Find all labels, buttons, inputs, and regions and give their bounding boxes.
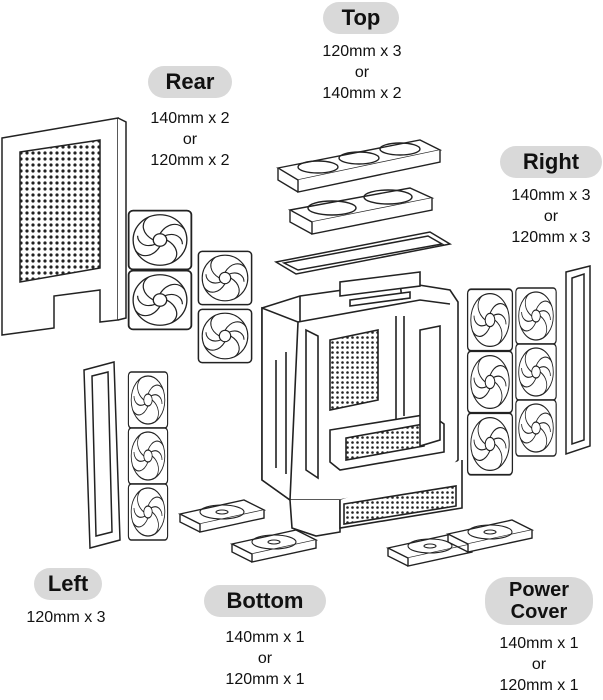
top-fans-140: [287, 187, 435, 235]
spec-power-cover-line1: 140mm x 1: [499, 635, 579, 652]
left-bracket: [83, 361, 121, 549]
spec-top-line3: 140mm x 2: [322, 85, 402, 102]
spec-right-line2: or: [543, 208, 559, 225]
spec-right-line3: 120mm x 3: [511, 229, 591, 246]
spec-bottom: 140mm x 1 or 120mm x 1: [200, 627, 330, 690]
spec-right-line1: 140mm x 3: [511, 187, 591, 204]
spec-right: 140mm x 3 or 120mm x 3: [490, 185, 603, 248]
right-fans-inner: [515, 287, 557, 457]
rear-panel: [1, 117, 127, 336]
spec-rear: 140mm x 2 or 120mm x 2: [128, 108, 252, 171]
spec-rear-line3: 120mm x 2: [150, 152, 230, 169]
label-rear: Rear: [148, 66, 232, 98]
spec-top-line1: 120mm x 3: [322, 43, 402, 60]
spec-bottom-line3: 120mm x 1: [225, 671, 305, 688]
spec-power-cover-line3: 120mm x 1: [499, 677, 579, 694]
label-power-cover-line2: Cover: [510, 601, 568, 623]
spec-rear-line1: 140mm x 2: [150, 110, 230, 127]
rear-fan-large: [127, 209, 193, 331]
top-fans-120: [276, 139, 443, 193]
label-power-cover: Power Cover: [485, 577, 593, 625]
right-fans-outer: [466, 288, 514, 476]
label-power-cover-line1: Power: [508, 579, 570, 601]
spec-left-line1: 120mm x 3: [26, 609, 106, 626]
rear-fan-small: [197, 250, 253, 364]
spec-bottom-line1: 140mm x 1: [225, 629, 305, 646]
label-bottom: Bottom: [204, 585, 326, 617]
chassis: [261, 271, 463, 537]
spec-left: 120mm x 3: [0, 607, 132, 628]
spec-power-cover: 140mm x 1 or 120mm x 1: [475, 633, 603, 696]
spec-power-cover-line2: or: [531, 656, 547, 673]
power-cover-fans: [387, 519, 533, 567]
label-left: Left: [34, 568, 102, 600]
spec-top: 120mm x 3 or 140mm x 2: [300, 41, 424, 104]
spec-top-line2: or: [354, 64, 370, 81]
spec-bottom-line2: or: [257, 650, 273, 667]
top-bracket: [273, 231, 453, 275]
label-top: Top: [323, 2, 399, 34]
right-bracket: [565, 265, 591, 456]
spec-rear-line2: or: [182, 131, 198, 148]
label-right: Right: [500, 146, 602, 178]
left-fans: [127, 371, 169, 541]
